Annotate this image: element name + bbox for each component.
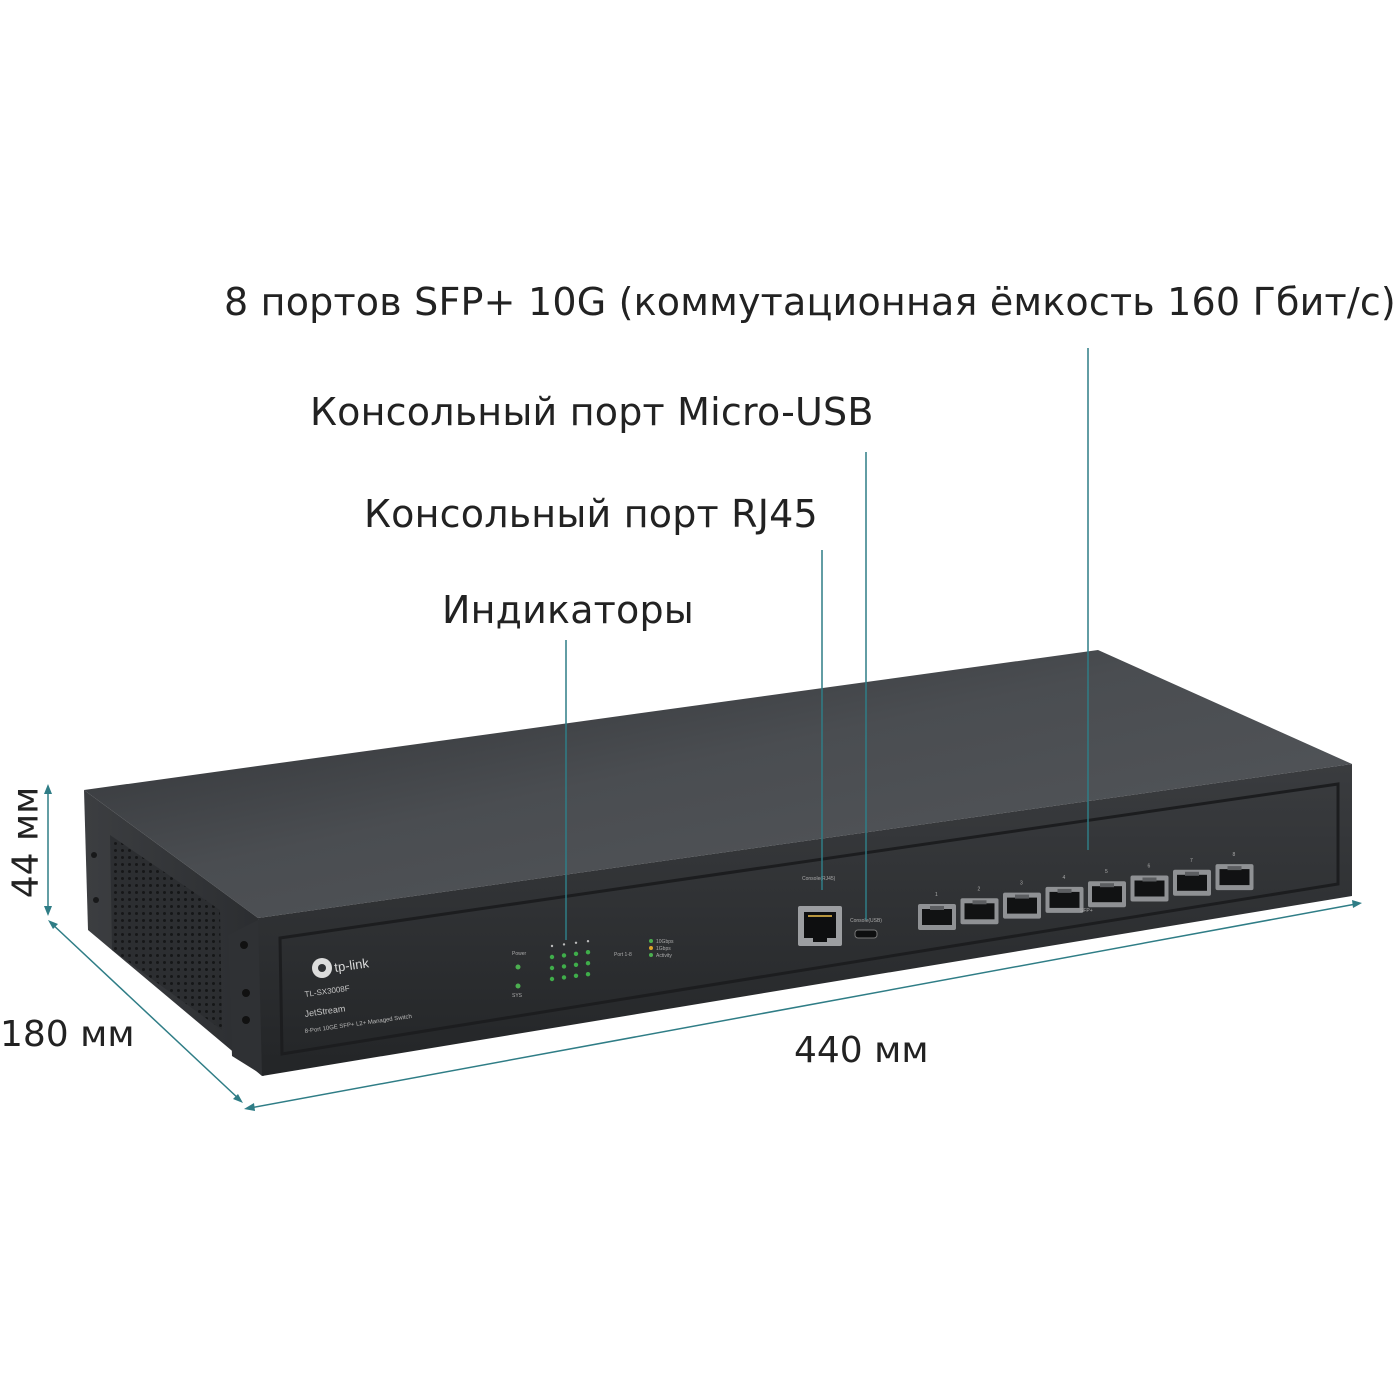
sfp-port-number: 4 <box>1063 875 1066 881</box>
port-led <box>586 940 590 943</box>
dimension-width-label: 440 мм <box>794 1030 929 1071</box>
sfp-port-3 <box>1003 892 1041 919</box>
port-led-grid <box>549 940 591 982</box>
sfp-port-2 <box>960 898 999 925</box>
port-led <box>585 972 591 977</box>
port-led <box>561 953 567 958</box>
legend-activity: Activity <box>656 953 672 959</box>
port-led <box>573 973 579 978</box>
sfp-port-group: 1 2 3 4 5 6 7 8 <box>918 852 1254 930</box>
chassis-top <box>84 650 1352 918</box>
port-led <box>561 975 567 980</box>
sfp-port-8 <box>1215 864 1254 891</box>
port-led <box>549 965 555 971</box>
callout-console-rj45: Консольный порт RJ45 <box>364 492 818 536</box>
sfp-port-number: 8 <box>1233 852 1236 858</box>
led-label-power: Power <box>512 951 527 957</box>
callout-sfp-ports: 8 портов SFP+ 10G (коммутационная ёмкост… <box>224 280 1396 324</box>
sfp-port-number: 6 <box>1148 864 1151 870</box>
led-label-sys: SYS <box>512 993 523 999</box>
port-led <box>549 954 555 960</box>
front-bezel <box>278 782 1340 1056</box>
port-led <box>585 961 591 966</box>
console-rj45-label: Console(RJ45) <box>802 876 836 882</box>
port-led <box>562 943 566 946</box>
callout-console-usb: Консольный порт Micro-USB <box>310 390 874 434</box>
sfp-port-number: 2 <box>978 886 981 892</box>
side-vent <box>110 835 222 1030</box>
brand-logo <box>312 958 332 978</box>
dimension-height <box>44 784 52 916</box>
port-led <box>550 944 554 948</box>
sfp-port-5 <box>1088 881 1126 908</box>
side-screw <box>93 897 99 903</box>
port-led <box>574 941 578 944</box>
port-legend-label: Port 1-8 <box>614 952 632 958</box>
callout-indicators: Индикаторы <box>442 588 694 632</box>
dimension-depth-label: 180 мм <box>0 1014 135 1055</box>
legend-10g: 10Gbps <box>656 939 674 945</box>
led-power <box>515 964 521 970</box>
ear-hole <box>240 941 248 949</box>
ear-hole <box>242 989 250 997</box>
sfp-port-1 <box>918 904 956 930</box>
sfp-port-number: 1 <box>935 892 938 898</box>
dimension-depth <box>48 920 243 1103</box>
sfp-port-number: 3 <box>1020 881 1023 887</box>
legend-1g: 1Gbps <box>656 946 671 952</box>
led-sys <box>515 983 521 989</box>
side-screw <box>91 852 97 858</box>
sfp-port-6 <box>1130 875 1169 902</box>
ear-hole <box>242 1016 250 1024</box>
port-led <box>585 950 591 955</box>
sfp-port-7 <box>1173 869 1211 896</box>
console-usb-label: Console(USB) <box>850 918 882 924</box>
legend-dot-activity <box>649 953 653 957</box>
sfp-port-4 <box>1045 886 1084 913</box>
legend-dot-10g <box>649 939 653 943</box>
dimension-width <box>244 900 1362 1111</box>
port-led <box>573 951 579 956</box>
dimension-height-label: 44 мм <box>5 786 47 899</box>
port-led <box>549 976 555 982</box>
sfp-port-number: 5 <box>1105 869 1108 875</box>
micro-usb-port <box>854 929 878 939</box>
brand-name: tp-link <box>333 955 370 975</box>
port-led <box>561 964 567 969</box>
sfp-port-number: 7 <box>1190 858 1193 864</box>
rj45-port <box>798 906 842 946</box>
legend-dot-1g <box>649 946 653 950</box>
port-led <box>573 962 579 967</box>
sfp-group-label: SFP+ <box>1080 908 1093 914</box>
